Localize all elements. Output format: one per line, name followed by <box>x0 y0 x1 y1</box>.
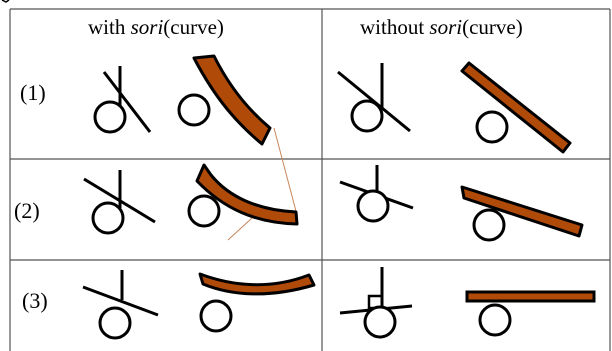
row2-with-sori-blade-diagram <box>187 163 299 228</box>
guide-lines <box>227 127 298 241</box>
row1-without-sori-blade-diagram <box>460 61 572 154</box>
row2-without-sori-blade-diagram <box>460 185 584 242</box>
table-grid <box>9 8 611 351</box>
row2-with-sori-cross-diagram <box>83 170 156 235</box>
row2-without-sori-cross-diagram <box>339 165 414 223</box>
header-with-sori: with sori(curve) <box>88 15 224 39</box>
corner-mark <box>1 0 10 3</box>
row3-with-sori-cross-diagram <box>82 270 159 340</box>
row3-without-sori-cross-diagram <box>339 267 413 339</box>
row3-with-sori-blade-diagram <box>198 272 316 333</box>
row3-without-sori-blade-diagram <box>465 290 596 337</box>
row-label-1: (1) <box>20 80 46 105</box>
row1-without-sori-cross-diagram <box>337 63 411 133</box>
row1-with-sori-cross-diagram <box>93 66 152 134</box>
header-without-sori: without sori(curve) <box>360 15 523 39</box>
row-label-2: (2) <box>14 198 40 223</box>
row-label-3: (3) <box>22 288 48 313</box>
row1-with-sori-blade-diagram <box>177 54 272 146</box>
